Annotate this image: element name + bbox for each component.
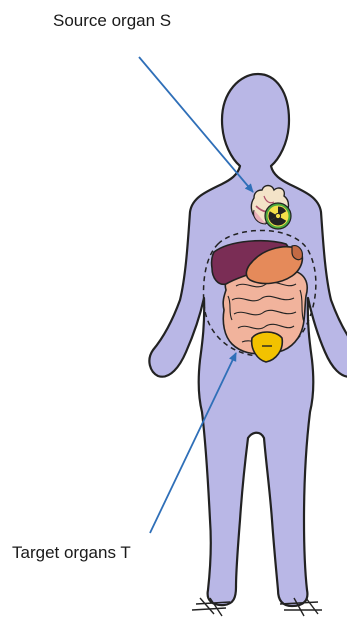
target-organs-label: Target organs T [12,543,131,563]
radiation-icon [265,203,291,229]
source-organ-label: Source organ S [53,11,171,31]
